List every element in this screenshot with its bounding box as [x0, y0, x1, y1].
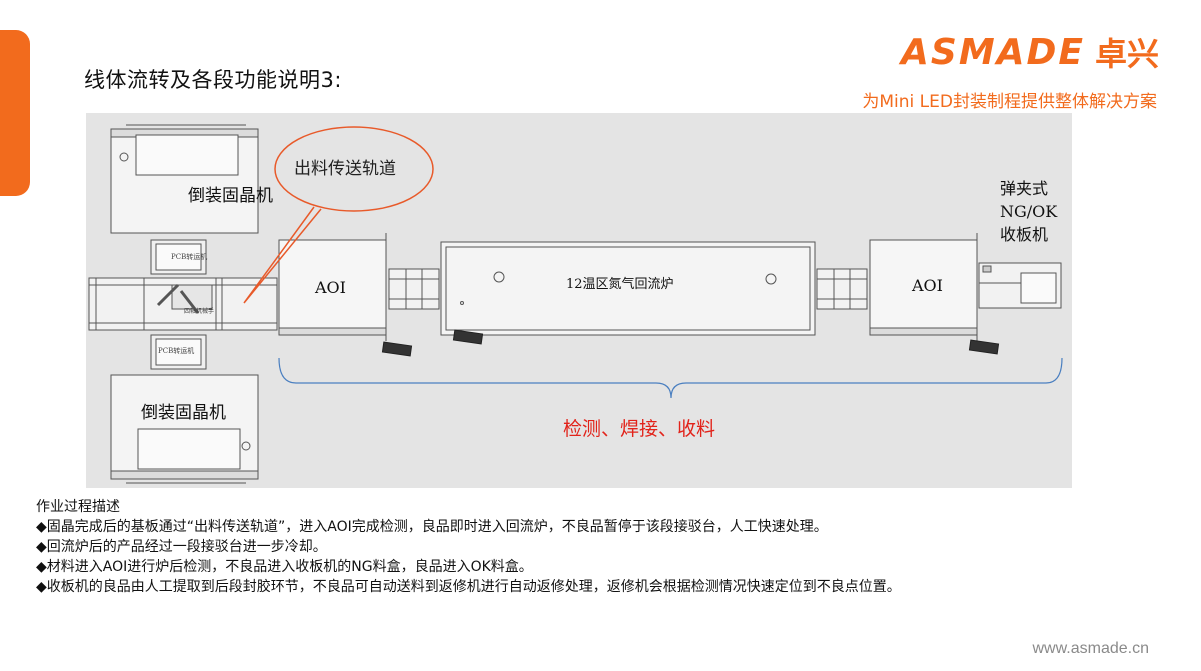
brace-label: 检测、焊接、收料	[563, 418, 715, 440]
callout-pointer	[243, 206, 322, 304]
aoi-right-label: AOI	[911, 276, 943, 295]
callout-label: 出料传送轨道	[294, 159, 396, 179]
production-line-diagram: 倒装固晶机 倒装固晶机 AOI AOI 12温区氮气回流炉 出料传送轨道 弹夹式…	[86, 113, 1072, 488]
brand-tagline: 为Mini LED封装制程提供整体解决方案	[862, 92, 1157, 112]
logo-cjk-text: 卓兴	[1094, 35, 1159, 73]
description-item: ◆固晶完成后的基板通过“出料传送轨道”，进入AOI完成检测，良品即时进入回流炉，…	[36, 519, 828, 535]
die-bonder-bottom	[110, 374, 259, 484]
conveyor-1	[388, 268, 440, 310]
outfeed-track	[221, 277, 278, 331]
accent-bar	[0, 30, 30, 196]
pcb-shuttle-bottom	[150, 334, 207, 370]
reflow-oven-label: 12温区氮气回流炉	[566, 276, 674, 292]
conveyor-2	[816, 268, 868, 310]
aoi-right	[869, 233, 978, 341]
unloader	[978, 262, 1062, 309]
description-item: ◆收板机的良品由人工提取到后段封胶环节，不良品可自动送料到返修机进行自动返修处理…	[36, 579, 901, 595]
pcb-shuttle-top	[150, 239, 207, 275]
callout-bubble	[274, 126, 434, 212]
bracket-brace	[278, 357, 1063, 399]
reflow-oven	[440, 241, 816, 336]
description-item: ◆材料进入AOI进行炉后检测，不良品进入收板机的NG料盒，良品进入OK料盒。	[36, 559, 533, 575]
die-bonder-bottom-label: 倒装固晶机	[141, 403, 226, 423]
logo-latin-text: ASMADE	[901, 31, 1085, 73]
description-item: ◆回流炉后的产品经过一段接驳台进一步冷却。	[36, 539, 327, 555]
process-description: 作业过程描述 ◆固晶完成后的基板通过“出料传送轨道”，进入AOI完成检测，良品即…	[36, 497, 901, 597]
robot-label: 四轴机械手	[184, 307, 214, 315]
shuttle-top-label: PCB转运机	[171, 252, 207, 261]
shuttle-bottom-label: PCB转运机	[158, 346, 194, 355]
website-url: www.asmade.cn	[1032, 640, 1150, 657]
unloader-label-2: NG/OK	[1000, 202, 1058, 221]
unloader-label-3: 收板机	[1000, 225, 1048, 244]
slide-title: 线体流转及各段功能说明3:	[84, 68, 342, 92]
diagram-canvas: 倒装固晶机 倒装固晶机 AOI AOI 12温区氮气回流炉 出料传送轨道 弹夹式…	[88, 124, 1063, 484]
unloader-label-1: 弹夹式	[1000, 179, 1048, 198]
description-heading: 作业过程描述	[36, 499, 120, 515]
keyboard-icons	[381, 329, 1000, 357]
die-bonder-top-label: 倒装固晶机	[188, 186, 273, 206]
brand-logo: ASMADE 卓兴	[901, 31, 1159, 74]
aoi-left	[278, 233, 387, 341]
aoi-left-label: AOI	[314, 278, 346, 297]
die-bonder-top	[110, 124, 259, 234]
